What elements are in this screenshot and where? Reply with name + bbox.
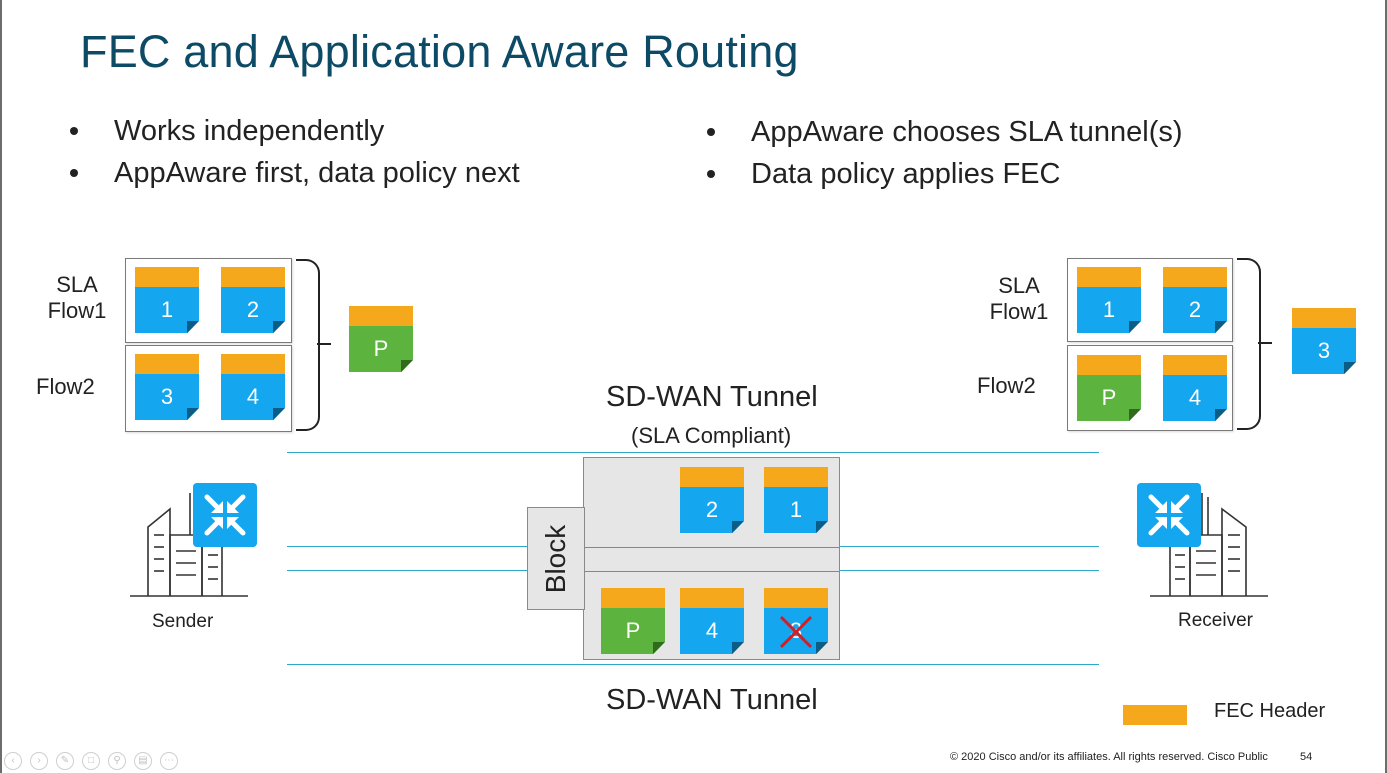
packet: 4 [221,354,285,420]
bullet-list-left: Works independently AppAware first, data… [70,110,520,194]
fec-header [1292,308,1356,328]
bullet-dot-icon [707,128,715,136]
fec-header [1077,355,1141,375]
fec-header [680,467,744,487]
fec-header [135,267,199,287]
packet: 1 [1077,267,1141,333]
receiver-recovered-packet: 3 [1292,308,1356,374]
sender-router-icon [193,483,257,547]
bullet-item: Works independently [70,110,520,152]
fec-header [349,306,413,326]
legend-label: FEC Header [1214,700,1326,722]
sender-flow1-group: 1 2 [125,258,292,343]
lost-packet: 3 [764,588,828,654]
packet: 2 [680,467,744,533]
bullet-dot-icon [70,169,78,177]
lost-x-icon [779,615,813,649]
bullet-item: AppAware chooses SLA tunnel(s) [707,111,1183,153]
legend-swatch [1123,705,1187,725]
receiver-brace [1237,258,1261,430]
fec-header [764,588,828,608]
fec-header [764,467,828,487]
bullet-list-right: AppAware chooses SLA tunnel(s) Data poli… [707,111,1183,195]
tunnel-line [287,452,1099,453]
bullet-item: Data policy applies FEC [707,153,1183,195]
tunnel-line [287,664,1099,665]
fec-header [601,588,665,608]
tunnel-bottom-label: SD-WAN Tunnel [606,684,818,716]
bullet-item: AppAware first, data policy next [70,152,520,194]
window-edge-right [1385,0,1387,773]
tunnel-line [584,571,839,572]
pen-icon[interactable]: ✎ [56,752,74,770]
tunnel-top-label: SD-WAN Tunnel [606,381,818,413]
bullet-dot-icon [707,170,715,178]
receiver-sla-flow1-label: SLA Flow1 [989,273,1049,324]
packet: 3 [135,354,199,420]
sender-flow2-group: 3 4 [125,345,292,432]
zoom-icon[interactable]: ⚲ [108,752,126,770]
fec-header [221,354,285,374]
block-label: Block [540,524,571,593]
slides-icon[interactable]: □ [82,752,100,770]
sender-sla-flow1-label: SLA Flow1 [47,272,107,323]
packet: 4 [680,588,744,654]
block-container: 2 1 P 4 3 [583,457,840,660]
page-number: 54 [1300,751,1313,763]
forward-icon[interactable]: › [30,752,48,770]
block-label-box: Block [527,507,585,610]
sender-label: Sender [152,611,214,632]
receiver-flow1-group: 1 2 [1067,258,1233,342]
fec-header [1163,267,1227,287]
receiver-router-icon [1137,483,1201,547]
receiver-label: Receiver [1178,610,1253,631]
receiver-building-icon [1150,493,1268,597]
packet: 4 [1163,355,1227,421]
fec-header [1163,355,1227,375]
sender-parity-packet: P [349,306,413,372]
receiver-brace-tip [1258,342,1272,344]
packet: 2 [221,267,285,333]
window-edge-left [0,0,2,773]
router-arrows-icon [204,494,246,536]
back-icon[interactable]: ‹ [4,752,22,770]
footer-copyright: © 2020 Cisco and/or its affiliates. All … [950,751,1268,763]
sender-flow2-label: Flow2 [36,374,95,399]
packet: P [1077,355,1141,421]
receiver-flow2-group: P 4 [1067,345,1233,431]
sender-brace [296,259,320,431]
packet: 1 [764,467,828,533]
router-arrows-icon [1148,494,1190,536]
packet: 1 [135,267,199,333]
fec-header [1077,267,1141,287]
more-icon[interactable]: ⋯ [160,752,178,770]
packet: P [601,588,665,654]
sender-brace-tip [317,343,331,345]
fec-header [135,354,199,374]
slide-title: FEC and Application Aware Routing [80,26,799,77]
bullet-dot-icon [70,127,78,135]
packet: 2 [1163,267,1227,333]
receiver-flow2-label: Flow2 [977,373,1036,398]
tunnel-line [584,547,839,548]
tunnel-top-sublabel: (SLA Compliant) [631,423,792,448]
subtitles-icon[interactable]: ▤ [134,752,152,770]
fec-header [680,588,744,608]
fec-header [221,267,285,287]
